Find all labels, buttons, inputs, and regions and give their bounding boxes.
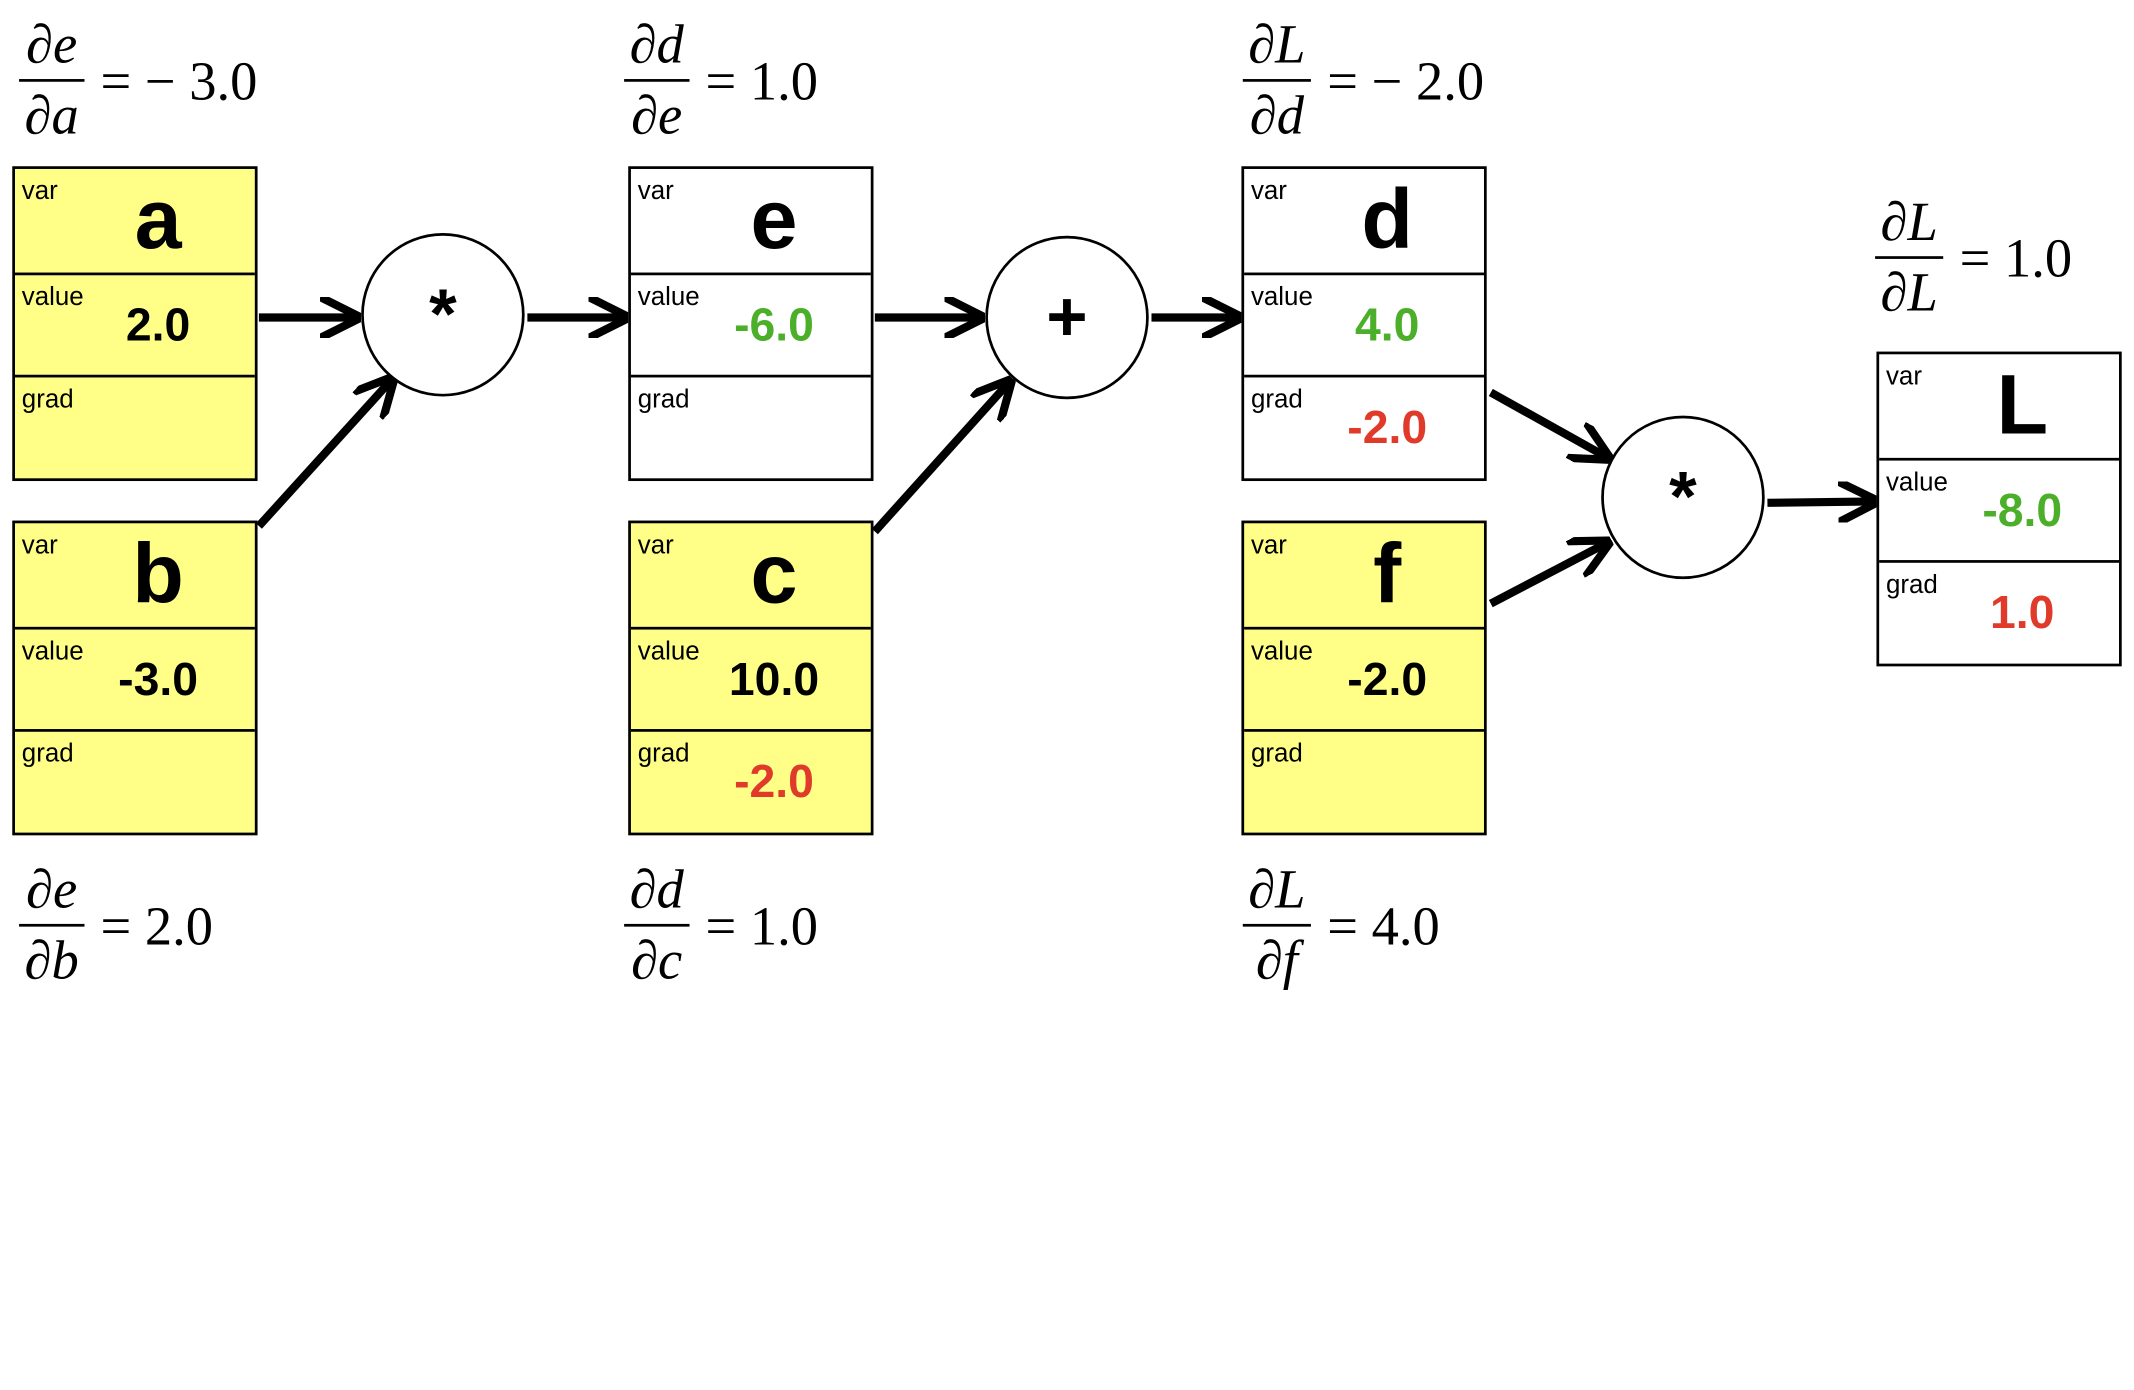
deriv-value: = 4.0 [1327,894,1440,956]
value-label: value [1250,283,1313,313]
op-add: + [985,235,1149,400]
node-f: var f value -2.0 grad [1241,520,1487,836]
var-name-c: c [750,527,798,622]
var-name-b: b [132,527,184,622]
grad-label: grad [637,385,690,415]
var-name-f: f [1373,527,1402,622]
var-name-d: d [1361,173,1414,268]
deriv-num: ∂e [26,13,78,75]
deriv-num: ∂L [1248,13,1306,75]
value-label: value [1885,468,1948,498]
grad-label: grad [21,739,74,769]
deriv-dd-dc: ∂d ∂c = 1.0 [624,861,818,989]
op-multiply-1: * [361,233,525,397]
value-L: -8.0 [1982,485,2063,537]
var-label: var [637,531,674,561]
var-label: var [21,531,58,561]
node-b: var b value -3.0 grad [12,520,258,836]
edges [255,0,2134,608]
deriv-num: ∂d [629,858,684,920]
value-a: 2.0 [125,299,191,352]
var-label: var [21,177,58,206]
op-multiply-2: * [1601,415,1765,580]
deriv-den: ∂L [1880,261,1938,323]
deriv-de-db: ∂e ∂b = 2.0 [19,861,213,989]
deriv-dL-df: ∂L ∂f = 4.0 [1242,858,1440,991]
edge-mul2-to-L [1767,501,1875,502]
value-label: value [21,283,84,313]
deriv-dL-dL: ∂L ∂L = 1.0 [1875,190,2073,323]
value-label: value [21,637,84,667]
var-name-L: L [1996,358,2049,453]
grad-label: grad [1885,570,1938,600]
deriv-value: = 2.0 [100,894,214,956]
deriv-de-da: ∂e ∂a = − 3.0 [19,16,257,144]
var-name-a: a [134,173,182,268]
deriv-dd-de: ∂d ∂e = 1.0 [624,16,818,144]
deriv-den: ∂a [24,84,79,146]
value-b: -3.0 [118,654,198,706]
value-c: 10.0 [728,654,820,706]
value-d: 4.0 [1355,299,1420,352]
edge-f-to-mul2 [1488,542,1608,608]
grad-label: grad [21,385,74,415]
deriv-num: ∂L [1880,190,1938,253]
node-c: var c value 10.0 grad -2.0 [628,520,874,836]
deriv-value: = − 3.0 [100,49,258,112]
value-label: value [1250,637,1313,667]
deriv-den: ∂b [24,929,79,991]
deriv-num: ∂e [26,858,78,920]
var-name-e: e [750,173,798,268]
deriv-den: ∂d [1249,84,1304,146]
node-a: var a value 2.0 grad [12,166,258,482]
deriv-num: ∂L [1248,858,1306,920]
grad-L: 1.0 [1990,587,2055,640]
grad-label: grad [1250,739,1303,769]
value-label: value [637,637,700,667]
value-label: value [637,283,700,313]
deriv-value: = 1.0 [705,894,819,956]
grad-label: grad [637,739,690,769]
var-label: var [1885,362,1922,392]
node-e: var e value -6.0 grad [628,166,874,482]
var-label: var [1250,531,1287,561]
deriv-num: ∂d [629,13,684,75]
node-L: var L value -8.0 grad 1.0 [1876,351,2122,667]
value-e: -6.0 [734,299,814,352]
grad-label: grad [1250,385,1303,415]
grad-c: -2.0 [734,756,814,809]
edge-d-to-mul2 [1488,388,1608,457]
var-label: var [1250,177,1287,206]
deriv-value: = − 2.0 [1327,49,1485,112]
deriv-den: ∂c [631,929,683,991]
deriv-den: ∂e [631,84,683,146]
var-label: var [637,177,674,206]
edge-c-to-add [871,382,1010,535]
deriv-value: = 1.0 [705,49,819,112]
edge-b-to-mul1 [255,379,393,529]
node-d: var d value 4.0 grad -2.0 [1241,166,1487,482]
deriv-den: ∂f [1255,929,1298,991]
deriv-dL-dd: ∂L ∂d = − 2.0 [1242,13,1485,146]
grad-d: -2.0 [1347,401,1428,454]
deriv-value: = 1.0 [1959,226,2073,289]
value-f: -2.0 [1347,654,1428,706]
